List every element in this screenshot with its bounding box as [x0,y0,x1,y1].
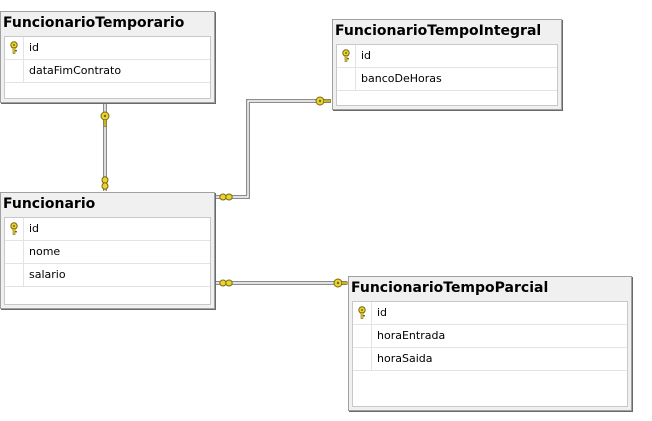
table-funcionario-tempo-integral[interactable]: FuncionarioTempoIntegral id bancoDeHoras [332,19,562,110]
primary-key-icon [341,49,351,71]
column-row[interactable]: bancoDeHoras [337,68,557,91]
table-funcionario[interactable]: Funcionario id nome salario [0,192,215,309]
column-row[interactable]: id [337,45,557,68]
column-row[interactable]: salario [5,264,210,287]
relationship-temporario-funcionario[interactable] [100,102,110,191]
table-funcionario-tempo-parcial[interactable]: FuncionarioTempoParcial id horaEntrada h… [348,276,632,411]
relationship-key-icon [315,96,331,106]
column-name: id [361,49,372,62]
table-funcionario-temporario[interactable]: FuncionarioTemporario id dataFimContrato [0,11,215,103]
column-name: id [377,306,388,319]
column-row[interactable]: id [5,37,210,60]
table-title: Funcionario [3,196,96,212]
column-row[interactable]: horaEntrada [353,325,627,348]
primary-key-icon [9,222,19,244]
column-name: id [29,41,40,54]
table-title: FuncionarioTempoIntegral [335,23,542,39]
relationship-key-icon [333,278,349,288]
relationship-integral-funcionario[interactable] [214,96,331,201]
relationship-infinity-icon [219,193,233,201]
column-row[interactable]: nome [5,241,210,264]
table-title: FuncionarioTemporario [3,15,185,31]
column-list: id nome salario [4,217,211,305]
column-name: dataFimContrato [29,64,122,77]
column-name: salario [29,268,66,281]
column-list: id dataFimContrato [4,36,211,99]
column-row[interactable]: horaSaida [353,348,627,371]
column-name: id [29,222,40,235]
relationship-parcial-funcionario[interactable] [214,278,349,288]
column-name: nome [29,245,61,258]
relationship-key-icon [100,111,110,127]
relationship-infinity-icon [101,176,109,190]
column-list: id horaEntrada horaSaida [352,301,628,407]
table-title: FuncionarioTempoParcial [351,280,549,296]
primary-key-icon [357,306,367,328]
column-name: horaEntrada [377,329,446,342]
relationship-infinity-icon [219,279,233,287]
primary-key-icon [9,41,19,63]
column-row[interactable]: id [353,302,627,325]
column-row[interactable]: dataFimContrato [5,60,210,83]
column-name: horaSaida [377,352,433,365]
column-name: bancoDeHoras [361,72,442,85]
column-list: id bancoDeHoras [336,44,558,106]
column-row[interactable]: id [5,218,210,241]
